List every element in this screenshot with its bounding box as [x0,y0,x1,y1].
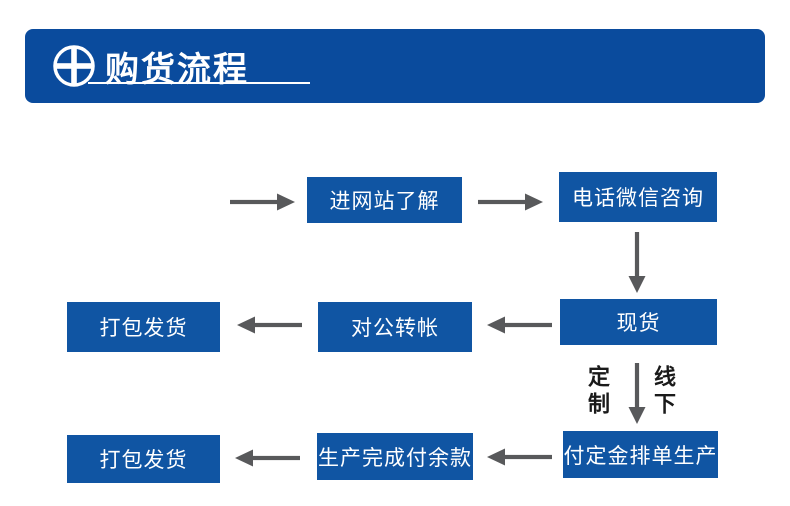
page-title: 购货流程 [105,51,249,89]
arrow-down-icon [628,232,646,293]
branch-label-custom: 定制 [584,365,610,419]
flow-node-balance-payment: 生产完成付余款 [317,433,473,480]
title-underline [88,82,310,84]
flow-node-phone-wechat: 电话微信咨询 [559,172,717,222]
branch-label-offline: 线下 [650,365,676,419]
flow-node-in-stock: 现货 [560,299,717,345]
arrow-left-icon [487,316,552,334]
plus-circle-icon [52,44,96,88]
arrow-right-icon [230,193,295,211]
arrow-left-icon [237,316,302,334]
flow-node-deposit-production: 付定金排单生产 [563,431,718,478]
arrow-right-icon [478,193,543,211]
flow-node-visit-website: 进网站了解 [307,177,462,223]
flow-node-pack-ship-cash: 打包发货 [67,302,220,352]
arrow-left-icon [235,449,300,467]
arrow-down-icon [628,363,646,424]
header-banner: 购货流程 [25,29,765,103]
flow-node-corporate-transfer: 对公转帐 [318,302,472,352]
arrow-left-icon [487,448,552,466]
flow-node-pack-ship-custom: 打包发货 [67,435,220,483]
